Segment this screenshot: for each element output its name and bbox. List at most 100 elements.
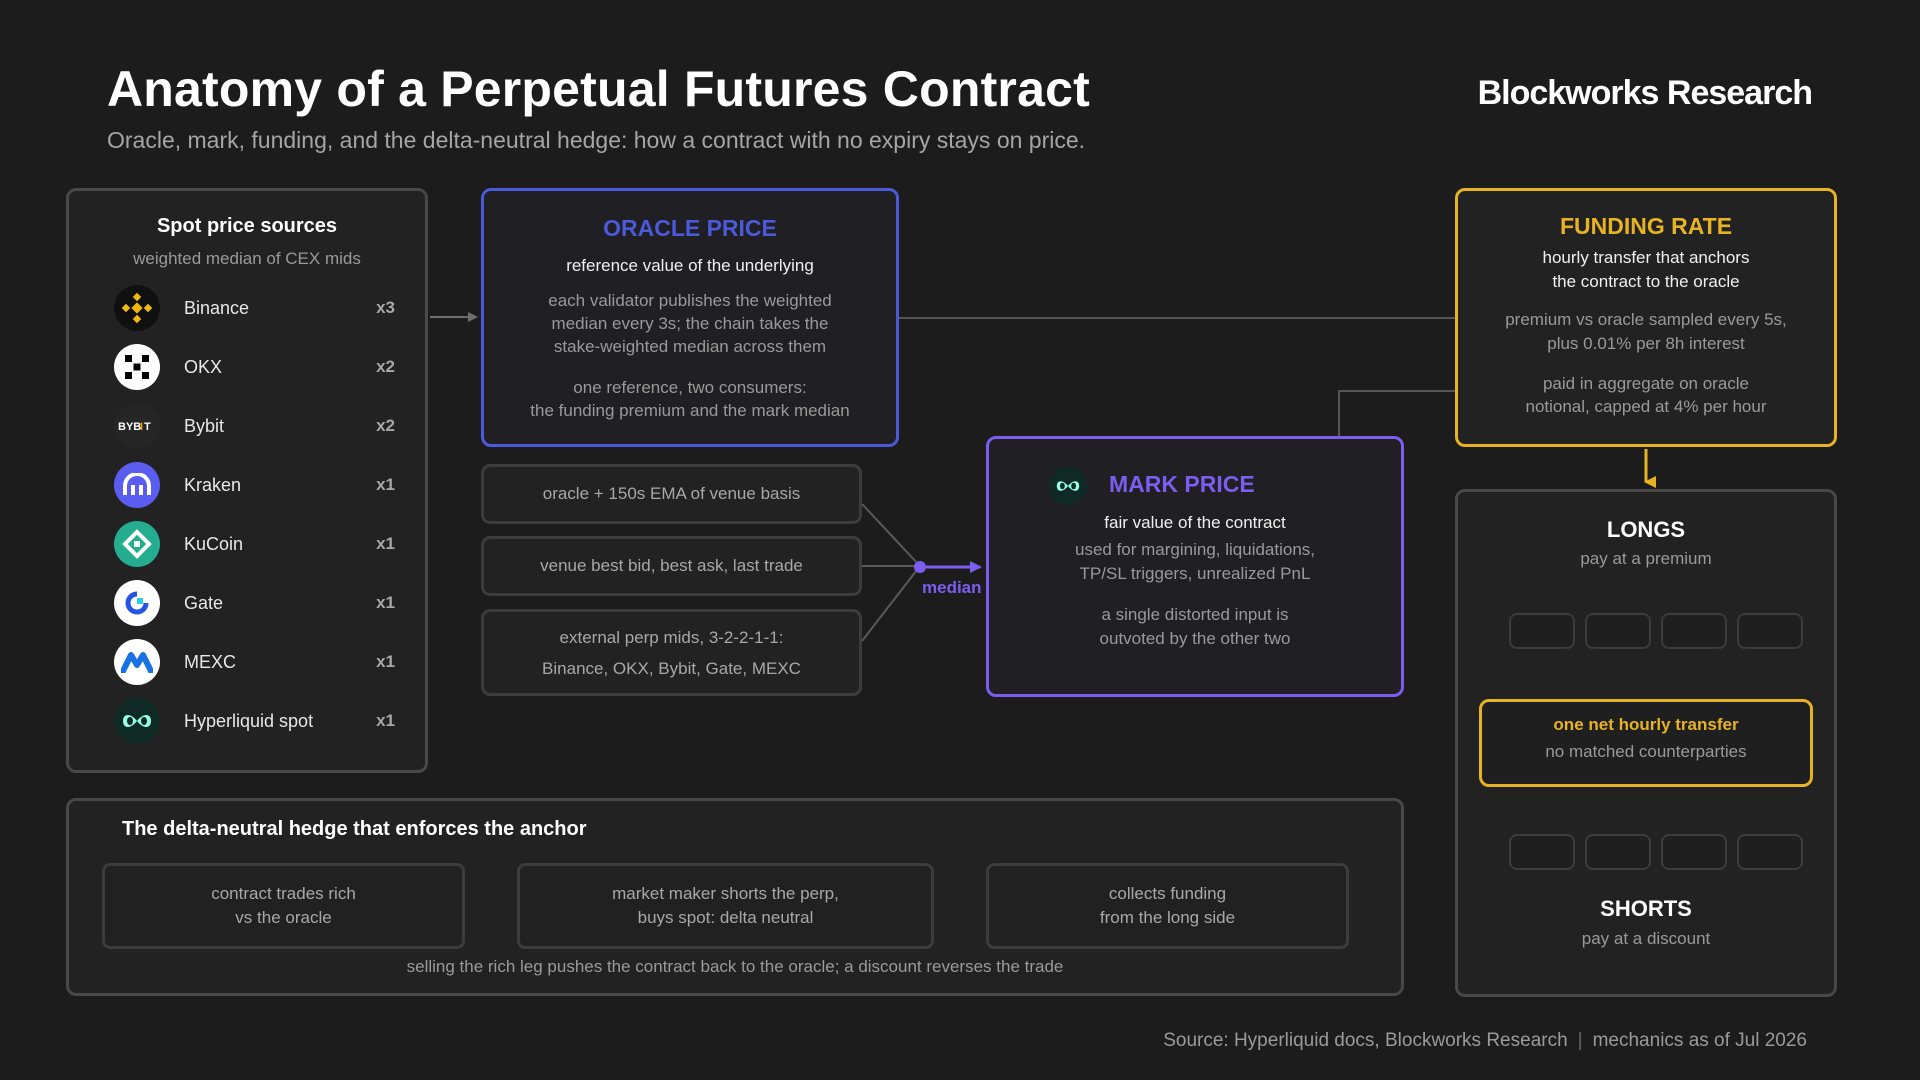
source-name: Binance: [184, 297, 250, 318]
source-row-hyperliquid: Hyperliquid spot x1: [114, 697, 395, 745]
oracle-note-line: the funding premium and the mark median: [530, 401, 850, 420]
funding-desc-line: premium vs oracle sampled every 5s,: [1505, 310, 1787, 329]
hyperliquid-icon: [1049, 467, 1087, 505]
source-weight: x3: [376, 298, 395, 317]
input3-to-median-line: [861, 565, 921, 642]
short-position-box: [1661, 834, 1727, 870]
mark-note-line: a single distorted input is: [1101, 605, 1289, 624]
shorts-label: SHORTS: [1600, 896, 1692, 921]
long-position-box: [1509, 613, 1575, 649]
mark-input-oracle-ema: oracle + 150s EMA of venue basis: [481, 464, 862, 524]
source-weight: x1: [376, 711, 395, 730]
source-weight: x2: [376, 357, 395, 376]
source-weight: x1: [376, 593, 395, 612]
footer-asof: mechanics as of Jul 2026: [1592, 1030, 1807, 1051]
hedge-step-short: market maker shorts the perp, buys spot:…: [517, 863, 934, 949]
source-weight: x1: [376, 475, 395, 494]
mark-desc-line: used for margining, liquidations,: [1074, 540, 1316, 559]
shorts-sublabel: pay at a discount: [1581, 929, 1711, 948]
brand-logo: Blockworks Research: [1477, 74, 1813, 112]
funding-note-line: paid in aggregate on oracle: [1542, 374, 1750, 393]
source-name: MEXC: [184, 651, 237, 672]
mark-note-line: outvoted by the other two: [1099, 629, 1291, 648]
svg-text:T: T: [144, 421, 151, 433]
hedge-step-line: vs the oracle: [235, 908, 332, 927]
source-name: Kraken: [184, 474, 242, 495]
source-row-okx: OKX x2: [114, 343, 395, 391]
footer-source: Source: Hyperliquid docs, Blockworks Res…: [1163, 1030, 1568, 1051]
median-label: median: [922, 578, 982, 597]
spot-sources-title: Spot price sources: [156, 215, 338, 237]
mark-input-external-perps: external perp mids, 3-2-2-1-1: Binance, …: [481, 609, 862, 696]
oracle-desc-line: median every 3s; the chain takes the: [551, 314, 829, 333]
hedge-step-rich: contract trades rich vs the oracle: [102, 863, 465, 949]
hedge-step-line: from the long side: [1099, 908, 1236, 927]
hyperliquid-icon: [114, 698, 160, 744]
short-position-box: [1585, 834, 1651, 870]
source-row-gate: Gate x1: [114, 579, 395, 627]
external-perps-line: Binance, OKX, Bybit, Gate, MEXC: [542, 659, 801, 678]
hedge-step-line: contract trades rich: [211, 884, 356, 903]
mark-lead: fair value of the contract: [1104, 513, 1286, 532]
funding-lead-line: the contract to the oracle: [1552, 272, 1740, 291]
footer: Source: Hyperliquid docs, Blockworks Res…: [1163, 1030, 1807, 1052]
oracle-desc-line: each validator publishes the weighted: [548, 291, 832, 310]
spot-sources-panel: Spot price sources weighted median of CE…: [66, 188, 428, 773]
kraken-icon: [114, 462, 160, 508]
mark-input-venue-book: venue best bid, best ask, last trade: [481, 536, 862, 596]
source-name: Hyperliquid spot: [184, 710, 314, 731]
source-weight: x1: [376, 652, 395, 671]
hedge-note: selling the rich leg pushes the contract…: [406, 957, 1064, 976]
source-weight: x1: [376, 534, 395, 553]
spot-sources-subtitle: weighted median of CEX mids: [133, 249, 361, 268]
hedge-step-line: market maker shorts the perp,: [612, 884, 839, 903]
short-position-box: [1509, 834, 1575, 870]
oracle-desc-line: stake-weighted median across them: [553, 337, 827, 356]
source-row-kucoin: KuCoin x1: [114, 520, 395, 568]
page-title: Anatomy of a Perpetual Futures Contract: [107, 61, 1090, 117]
mexc-icon: [114, 639, 160, 685]
input1-to-median-line: [861, 503, 921, 567]
median-node: [914, 561, 926, 573]
external-perps-line: external perp mids, 3-2-2-1-1:: [559, 628, 784, 647]
funding-to-mark-line: [1338, 390, 1455, 436]
oracle-lead: reference value of the underlying: [566, 256, 814, 275]
oracle-title: ORACLE PRICE: [603, 215, 777, 241]
net-transfer-box: one net hourly transfer no matched count…: [1479, 699, 1813, 787]
source-row-kraken: Kraken x1: [114, 461, 395, 509]
hedge-step-line: buys spot: delta neutral: [637, 908, 814, 927]
page-subtitle: Oracle, mark, funding, and the delta-neu…: [107, 127, 1086, 153]
svg-text:BYB: BYB: [118, 421, 141, 433]
oracle-price-box: ORACLE PRICE reference value of the unde…: [481, 188, 899, 447]
net-transfer-title: one net hourly transfer: [1553, 715, 1739, 734]
source-name: Gate: [184, 592, 224, 613]
mark-desc-line: TP/SL triggers, unrealized PnL: [1079, 564, 1311, 583]
funding-rate-box: FUNDING RATE hourly transfer that anchor…: [1455, 188, 1837, 447]
source-weight: x2: [376, 416, 395, 435]
funding-lead-line: hourly transfer that anchors: [1542, 248, 1750, 267]
oracle-note-line: one reference, two consumers:: [573, 378, 807, 397]
funding-note-line: notional, capped at 4% per hour: [1525, 397, 1767, 416]
funding-desc-line: plus 0.01% per 8h interest: [1547, 334, 1745, 353]
source-row-mexc: MEXC x1: [114, 638, 395, 686]
mark-title: MARK PRICE: [1109, 471, 1255, 497]
source-row-binance: Binance x3: [114, 284, 395, 332]
source-name: OKX: [184, 356, 223, 377]
gate-icon: [114, 580, 160, 626]
mark-price-box: MARK PRICE fair value of the contract us…: [986, 436, 1404, 697]
long-position-box: [1661, 613, 1727, 649]
footer-separator: |: [1577, 1030, 1583, 1051]
hedge-title: The delta-neutral hedge that enforces th…: [122, 818, 587, 840]
long-position-box: [1737, 613, 1803, 649]
longs-sublabel: pay at a premium: [1580, 549, 1712, 568]
binance-icon: [114, 285, 160, 331]
funding-title: FUNDING RATE: [1559, 213, 1733, 239]
hedge-step-collect: collects funding from the long side: [986, 863, 1349, 949]
longs-label: LONGS: [1606, 517, 1686, 542]
short-position-box: [1737, 834, 1803, 870]
source-name: Bybit: [184, 415, 225, 436]
svg-text:I: I: [140, 421, 143, 433]
kucoin-icon: [114, 521, 160, 567]
